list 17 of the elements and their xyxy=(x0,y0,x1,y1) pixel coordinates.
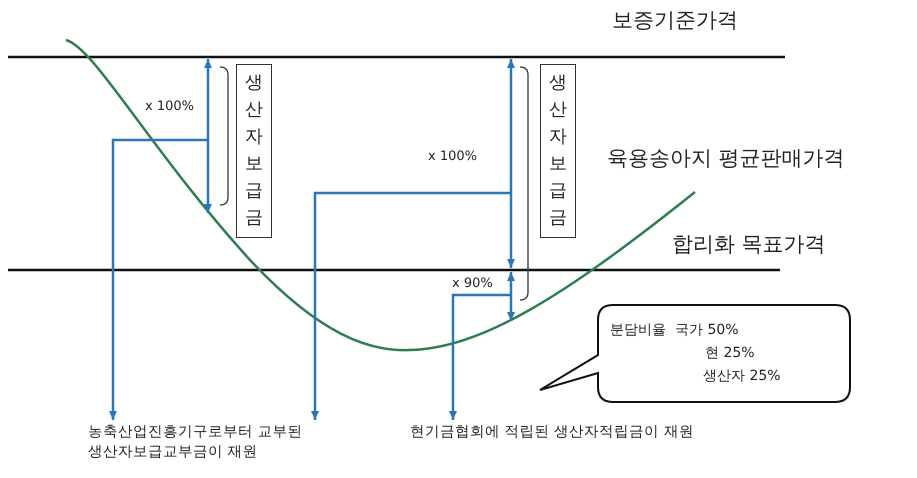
percentage-label: x 90% xyxy=(452,276,493,291)
source-note: 농축산업진흥기구로부터 교부된 생산자보급교부금이 재원 xyxy=(88,422,348,462)
arrow xyxy=(109,138,208,420)
price-curve-label: 육용송아지 평균판매가격 xyxy=(607,145,845,172)
share-text: 생산자 25% xyxy=(703,367,781,385)
price-level-label: 보증기준가격 xyxy=(612,7,738,34)
percentage-label: x 100% xyxy=(145,99,194,114)
percentage-label: x 100% xyxy=(428,149,477,164)
price-level-label: 합리화 목표가격 xyxy=(672,231,826,258)
arrow xyxy=(449,294,511,420)
vertical-text-box: 생산자보급금 xyxy=(540,64,576,238)
source-note: 현기금협회에 적립된 생산자적립금이 재원 xyxy=(410,422,790,442)
vertical-text-box: 생산자보급금 xyxy=(236,64,272,238)
share-text: 현 25% xyxy=(705,344,755,362)
bubble-heading: 분담비율 xyxy=(610,321,666,339)
share-text: 국가 50% xyxy=(675,321,739,339)
arrow xyxy=(311,192,511,420)
